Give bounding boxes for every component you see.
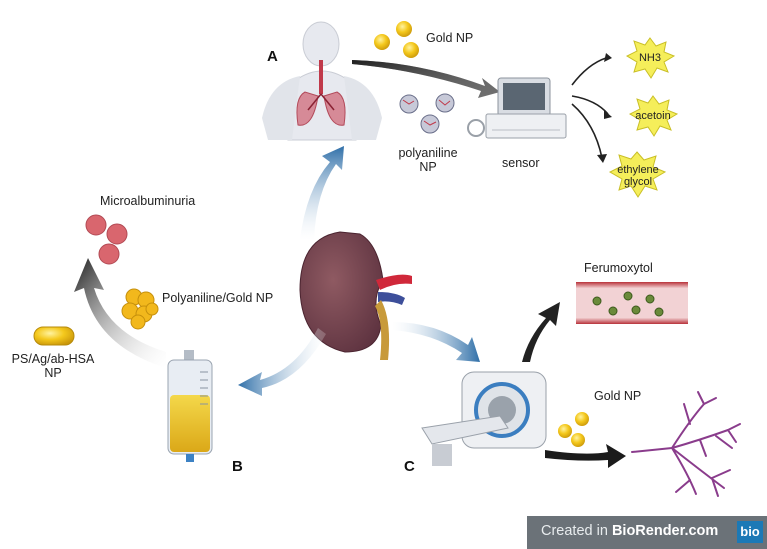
gold-nanoparticles-icon (374, 21, 419, 58)
mri-scanner-icon (421, 371, 547, 466)
label-sensor: sensor (502, 156, 540, 170)
arrows-to-biomarkers (571, 57, 609, 159)
biorender-badge: Created in BioRender.com bio (527, 516, 767, 549)
biomarker-bursts (608, 37, 679, 198)
credit-brand: BioRender.com (611, 523, 719, 539)
biomarker-acetoin: acetoin (635, 110, 671, 122)
biorender-logo-icon: bio (737, 521, 763, 543)
gold-nanoparticles-bottom-icon (558, 412, 589, 447)
arrow-mri-to-vessel-tree (545, 444, 626, 468)
biomarker-nh3: NH3 (638, 52, 661, 64)
arrow-kidney-to-lungs (300, 146, 344, 240)
label-polyaniline-gold-np: Polyaniline/Gold NP (162, 291, 274, 305)
credit-prefix: Created in (541, 523, 612, 539)
microalbumin-icon (85, 214, 128, 265)
label-polyaniline-np: polyaniline NP (398, 146, 458, 174)
urine-bag-icon (167, 350, 213, 462)
biomarker-ethylene-glycol: ethylene glycol (617, 164, 659, 188)
arrow-mri-to-ferumoxytol (522, 302, 560, 362)
blood-vessel-icon (576, 282, 688, 324)
label-ps-ag-ab-hsa-np: PS/Ag/ab-HSA NP (11, 352, 95, 380)
vascular-tree-icon (631, 391, 741, 497)
human-lungs-icon (262, 21, 382, 141)
biorender-credit-text: Created in BioRender.com (541, 523, 718, 539)
panel-label-c: C (404, 458, 415, 475)
panel-label-b: B (232, 458, 243, 475)
arrow-kidney-to-urine-bag (238, 328, 326, 396)
panel-label-a: A (267, 48, 278, 65)
arrow-kidney-to-mri (392, 322, 480, 362)
arrow-bag-to-microalbuminuria (74, 258, 166, 368)
ps-ag-np-icon (33, 326, 75, 346)
label-microalbuminuria: Microalbuminuria (100, 194, 196, 208)
kidney-icon (299, 231, 412, 360)
label-gold-np-top: Gold NP (426, 31, 474, 45)
label-gold-np-bottom: Gold NP (594, 389, 642, 403)
polyaniline-gold-np-icon (121, 288, 159, 330)
label-ferumoxytol: Ferumoxytol (584, 261, 653, 275)
polyaniline-nanoparticles-icon (399, 93, 455, 134)
sensor-device-icon (467, 77, 567, 139)
